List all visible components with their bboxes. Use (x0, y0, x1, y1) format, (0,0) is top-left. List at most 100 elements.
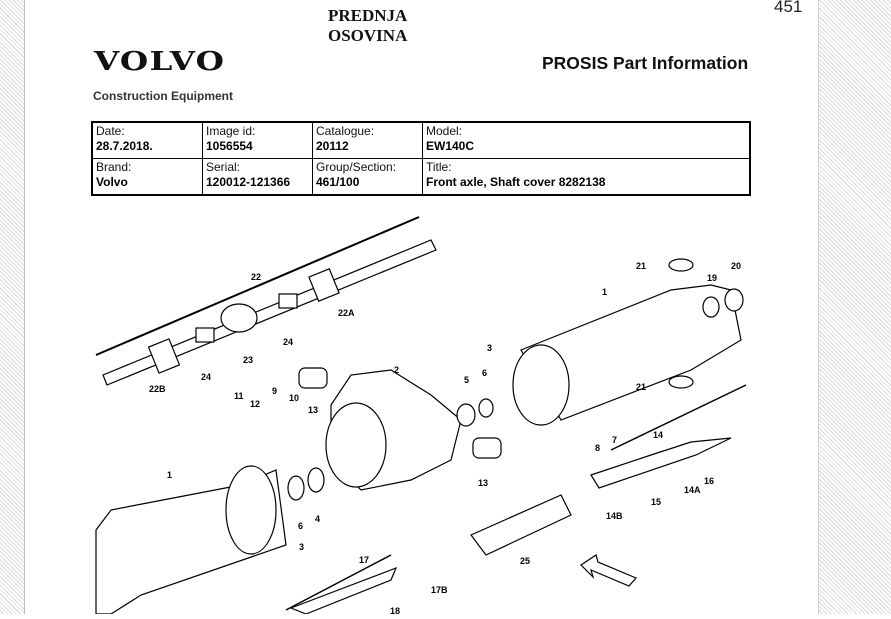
ring-20 (724, 288, 744, 312)
callout-label: 21 (636, 382, 647, 392)
callout-label: 15 (651, 497, 662, 507)
cell-value: Volvo (96, 175, 128, 189)
callout-label: 10 (289, 393, 300, 403)
o-ring-6 (287, 475, 305, 501)
flange-left (225, 465, 277, 555)
cell-group-section: Group/Section:461/100 (312, 158, 423, 196)
callout-label: 24 (283, 337, 294, 347)
group-line-17 (285, 554, 392, 611)
o-ring-6 (478, 398, 494, 418)
callout-label: 20 (731, 261, 742, 271)
cell-value: 20112 (316, 139, 349, 153)
cell-label: Serial: (206, 160, 241, 174)
callout-label: 13 (478, 478, 489, 488)
callout-label: 3 (299, 542, 305, 552)
callout-label: 14 (653, 430, 664, 440)
cell-label: Model: (426, 124, 463, 138)
flange-right (512, 344, 570, 426)
right-margin (818, 0, 891, 614)
cell-model: Model:EW140C (422, 121, 751, 159)
callout-label: 11 (234, 391, 244, 401)
cell-date: Date:28.7.2018. (91, 121, 203, 159)
yoke-22b (147, 338, 181, 374)
cell-label: Catalogue: (316, 124, 375, 138)
ring-19 (702, 296, 720, 318)
bearing-21 (668, 258, 694, 272)
callout-label: 13 (308, 405, 319, 415)
cell-value: 461/100 (316, 175, 360, 189)
callout-label: 25 (520, 556, 531, 566)
callout-label: 22 (251, 272, 262, 282)
callout-label: 6 (298, 521, 304, 531)
cell-brand: Brand:Volvo (91, 158, 203, 196)
housing-flange (325, 402, 387, 488)
cell-label: Brand: (96, 160, 132, 174)
callout-label: 7 (612, 435, 618, 445)
callout-label: 16 (704, 476, 715, 486)
callout-label: 19 (707, 273, 718, 283)
tie-rod-17 (289, 566, 398, 615)
cell-catalogue: Catalogue:20112 (312, 121, 423, 159)
volvo-logo: VOLVO (94, 47, 226, 77)
handwritten-note: PREDNJA OSOVINA (328, 6, 407, 46)
callout-label: 5 (464, 375, 470, 385)
callout-label: 8 (595, 443, 601, 453)
callout-label: 22A (338, 308, 355, 318)
yoke-22a (308, 268, 340, 302)
cell-label: Title: (426, 160, 452, 174)
header-title: PROSIS Part Information (542, 53, 749, 73)
callout-label: 24 (201, 372, 212, 382)
cell-label: Image id: (206, 124, 256, 138)
bushing-13 (298, 367, 328, 389)
bearing-21 (668, 375, 694, 389)
callout-label: 21 (636, 261, 647, 271)
cross-24 (278, 293, 298, 309)
cell-value: 28.7.2018. (96, 139, 153, 153)
cross-24 (195, 327, 215, 343)
left-margin (0, 0, 25, 614)
callout-label: 14A (684, 485, 701, 495)
cell-image-id: Image id:1056554 (202, 121, 313, 159)
note-line: PREDNJA (328, 6, 408, 25)
exploded-view-drawing (95, 216, 747, 615)
view-direction-arrow-icon (580, 554, 637, 587)
callout-label: 17 (359, 555, 370, 565)
table-row: Brand:Volvo Serial:120012-121366 Group/S… (91, 158, 751, 196)
seal-4 (307, 467, 325, 493)
callout-label: 2 (394, 365, 400, 375)
callout-label: 9 (272, 386, 278, 396)
info-table: Date:28.7.2018. Image id:1056554 Catalog… (91, 121, 751, 196)
steering-cylinder (470, 494, 572, 556)
cell-label: Group/Section: (316, 160, 397, 174)
page-number: 451 (774, 0, 803, 16)
callout-label: 12 (250, 399, 261, 409)
callout-label: 17B (431, 585, 448, 595)
coupling-23 (220, 303, 258, 333)
callout-label: 18 (390, 606, 401, 616)
callout-label: 3 (487, 343, 493, 353)
cell-value: Front axle, Shaft cover 8282138 (426, 175, 606, 189)
bushing-13 (472, 437, 502, 459)
note-line: OSOVINA (328, 26, 408, 45)
cell-value: EW140C (426, 139, 475, 153)
cell-title: Title:Front axle, Shaft cover 8282138 (422, 158, 751, 196)
callout-label: 6 (482, 368, 488, 378)
drive-shaft (102, 239, 437, 386)
callout-label: 1 (602, 287, 608, 297)
cell-label: Date: (96, 124, 125, 138)
cell-value: 120012-121366 (206, 175, 291, 189)
cell-value: 1056554 (206, 139, 253, 153)
table-row: Date:28.7.2018. Image id:1056554 Catalog… (91, 121, 751, 159)
callout-label: 23 (243, 355, 254, 365)
group-line-22 (95, 216, 420, 356)
cell-serial: Serial:120012-121366 (202, 158, 313, 196)
group-line-14 (610, 384, 747, 451)
axle-housing-right (520, 284, 742, 421)
callout-label: 4 (315, 514, 321, 524)
callout-label: 1 (167, 470, 173, 480)
callout-label: 14B (606, 511, 623, 521)
logo-subtitle: Construction Equipment (93, 89, 233, 103)
tie-rod-14 (590, 437, 732, 489)
seal-5 (456, 403, 476, 427)
